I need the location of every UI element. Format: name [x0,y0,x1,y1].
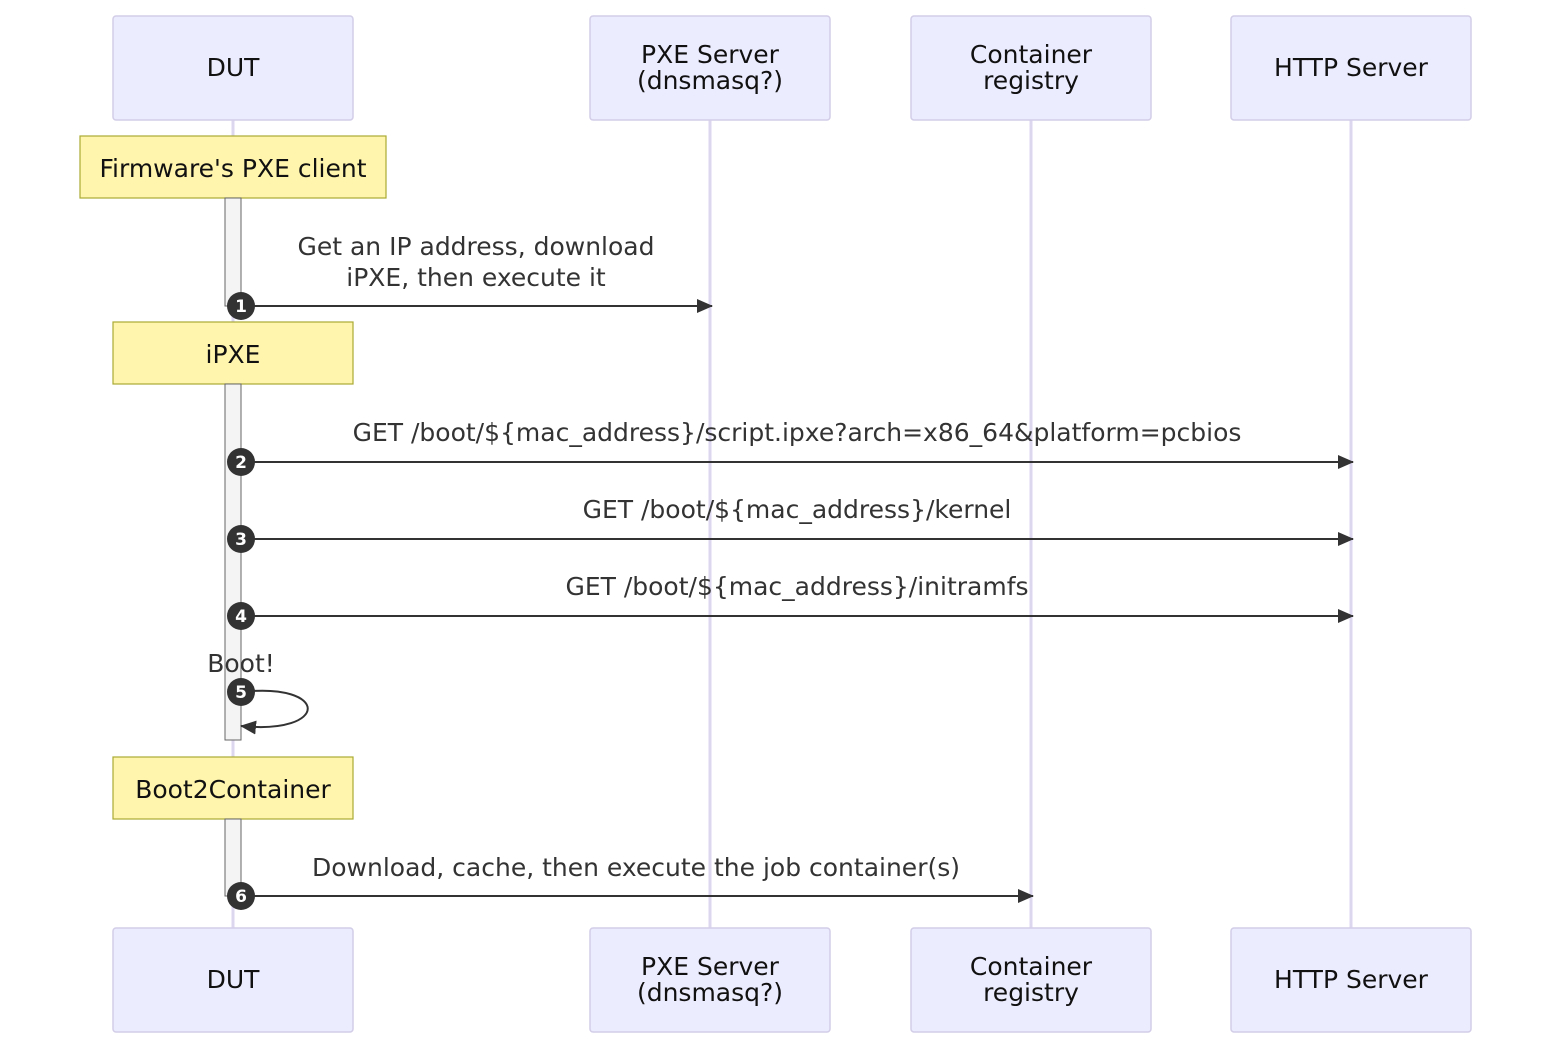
sequence-number-badge [227,448,255,476]
message-label: iPXE, then execute it [346,263,606,292]
sequence-number-badge [227,525,255,553]
message-1: Get an IP address, download iPXE, then e… [227,232,713,320]
actor-label: HTTP Server [1274,53,1429,82]
message-3: GET /boot/${mac_address}/kernel 3 [227,495,1354,553]
actor-container-registry-bottom: Container registry [910,927,1152,1033]
message-2: GET /boot/${mac_address}/script.ipxe?arc… [227,418,1354,476]
sequence-number: 1 [235,297,247,317]
activation-bar [224,197,242,307]
sequence-number-badge [227,602,255,630]
actor-label: DUT [207,53,261,82]
message-label: Get an IP address, download [297,232,654,261]
actor-label: registry [983,978,1079,1007]
actor-label: PXE Server [641,40,780,69]
note-ipxe: iPXE [112,321,354,385]
sequence-number: 6 [235,887,247,907]
sequence-number: 3 [235,530,247,550]
actor-label: registry [983,66,1079,95]
message-label: GET /boot/${mac_address}/initramfs [565,572,1028,601]
actor-dut-bottom: DUT [112,927,354,1033]
note-label: Boot2Container [135,775,331,804]
note-label: iPXE [206,340,261,369]
message-label: Boot! [207,649,275,678]
actor-label: Container [970,40,1093,69]
actor-label: (dnsmasq?) [637,978,783,1007]
message-label: Download, cache, then execute the job co… [312,853,960,882]
actor-label: PXE Server [641,952,780,981]
actor-label: DUT [207,965,261,994]
actor-label: (dnsmasq?) [637,66,783,95]
message-5: Boot! 5 [207,649,309,735]
note-boot2container: Boot2Container [112,756,354,820]
message-self-loop-arrow [240,689,309,735]
actor-dut-top: DUT [112,15,354,121]
sequence-number-badge [227,678,255,706]
actor-pxe-server-top: PXE Server (dnsmasq?) [589,15,831,121]
actor-pxe-server-bottom: PXE Server (dnsmasq?) [589,927,831,1033]
sequence-number: 2 [235,453,247,473]
sequence-number: 5 [235,683,247,703]
sequence-number: 4 [235,607,247,627]
actor-http-server-top: HTTP Server [1230,15,1472,121]
sequence-number-badge [227,292,255,320]
actor-label: HTTP Server [1274,965,1429,994]
message-4: GET /boot/${mac_address}/initramfs 4 [227,572,1354,630]
message-6: Download, cache, then execute the job co… [227,853,1034,910]
actor-label: Container [970,952,1093,981]
note-firmware-pxe-client: Firmware's PXE client [79,135,387,199]
actor-container-registry-top: Container registry [910,15,1152,121]
message-label: GET /boot/${mac_address}/kernel [583,495,1012,524]
note-label: Firmware's PXE client [99,154,366,183]
actor-http-server-bottom: HTTP Server [1230,927,1472,1033]
message-label: GET /boot/${mac_address}/script.ipxe?arc… [353,418,1242,447]
sequence-number-badge [227,882,255,910]
